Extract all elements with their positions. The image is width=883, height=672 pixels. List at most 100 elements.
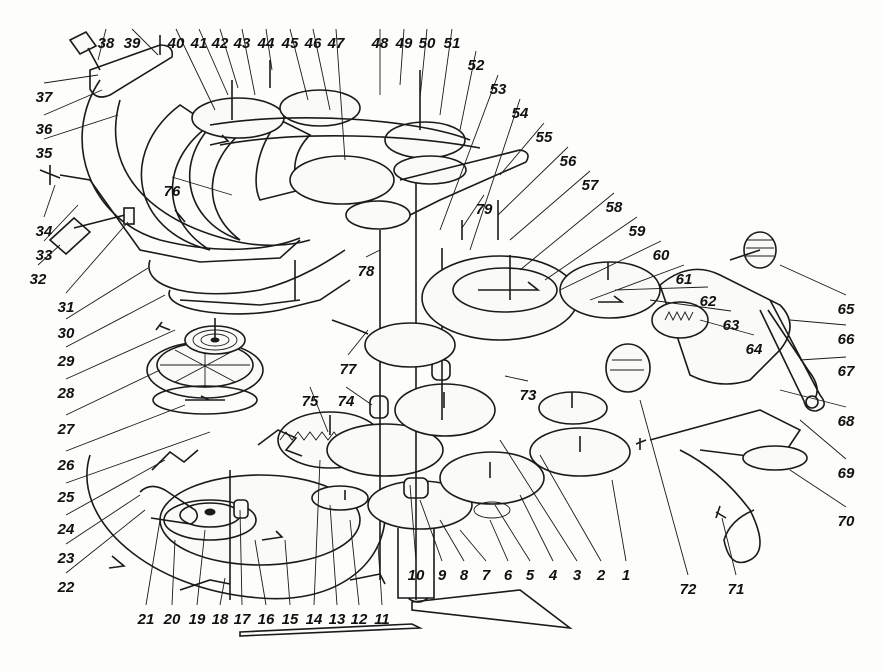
callout-leader-14 (313, 459, 321, 606)
callout-label-70: 70 (838, 513, 855, 530)
callout-leader-3 (499, 439, 578, 562)
callout-label-69: 69 (838, 465, 855, 482)
callout-label-76: 76 (164, 183, 181, 200)
callout-leader-29 (65, 294, 166, 348)
callout-label-3: 3 (573, 567, 582, 584)
arrow-40 (209, 134, 230, 146)
wheel-5 (439, 451, 545, 505)
hand-16 (239, 623, 424, 637)
winding-assembly (605, 231, 819, 409)
callout-leader-58 (519, 192, 615, 271)
callout-leader-51 (439, 28, 453, 116)
callout-label-26: 26 (57, 457, 75, 474)
bridge-53 (399, 149, 529, 216)
callout-label-43: 43 (233, 35, 251, 52)
callout-leader-71 (721, 517, 737, 576)
callout-leader-9 (419, 499, 443, 562)
callout-leader-39 (131, 28, 159, 56)
callout-label-2: 2 (596, 567, 606, 584)
stem-rod (73, 214, 126, 229)
pin-31 (123, 207, 135, 225)
callout-leader-33 (43, 204, 79, 242)
callout-label-32: 32 (30, 271, 47, 288)
wheel-62-arrow (598, 295, 625, 303)
callout-label-51: 51 (444, 35, 461, 52)
callout-leader-43 (241, 28, 256, 96)
mechanism-art (39, 30, 825, 637)
callout-label-21: 21 (137, 611, 155, 628)
callout-label-17: 17 (234, 611, 251, 628)
callout-label-25: 25 (57, 489, 75, 506)
screw-34 (39, 165, 61, 185)
lower-wheel-arc (86, 454, 386, 600)
pointer-18 (179, 579, 231, 591)
callout-label-68: 68 (838, 413, 855, 430)
wheel-62 (559, 261, 661, 319)
callout-label-73: 73 (520, 387, 537, 404)
callout-leader-45 (289, 28, 309, 101)
callout-leader-38 (97, 28, 107, 61)
callout-label-30: 30 (58, 325, 75, 342)
callout-label-6: 6 (504, 567, 513, 584)
callout-label-78: 78 (358, 263, 375, 280)
bridge-30 (148, 249, 346, 295)
hatch-28 (155, 321, 171, 331)
callout-label-67: 67 (838, 363, 855, 380)
callout-leader-55 (499, 122, 545, 176)
hatch-1 (635, 438, 647, 450)
callout-label-36: 36 (36, 121, 53, 138)
callout-label-14: 14 (306, 611, 323, 628)
callout-label-18: 18 (212, 611, 229, 628)
callout-leader-73 (504, 375, 529, 382)
callout-label-47: 47 (327, 35, 345, 52)
callout-leader-16 (254, 539, 267, 606)
wheel-small-78 (345, 200, 411, 230)
callout-label-57: 57 (582, 177, 599, 194)
callout-leader-36 (43, 89, 103, 116)
callout-label-61: 61 (676, 271, 693, 288)
callout-label-75: 75 (302, 393, 319, 410)
callout-label-33: 33 (36, 247, 53, 264)
callout-leader-77 (347, 329, 369, 356)
callout-leader-76 (171, 176, 233, 196)
callout-leader-46 (312, 28, 331, 111)
wheel-47 (289, 155, 395, 205)
callout-leader-42 (219, 28, 239, 89)
callout-label-27: 27 (57, 421, 75, 438)
callout-label-8: 8 (460, 567, 469, 584)
callout-leader-52 (459, 50, 477, 131)
hand-long-7 (411, 589, 573, 630)
spring-71 (679, 449, 761, 564)
callout-label-71: 71 (728, 581, 745, 598)
callout-leader-60 (559, 240, 662, 291)
callout-label-56: 56 (560, 153, 577, 170)
callout-label-28: 28 (57, 385, 75, 402)
wheel-73 (364, 322, 456, 368)
crescent-40 (140, 104, 212, 251)
callout-leader-10 (409, 484, 417, 562)
callout-label-64: 64 (746, 341, 763, 358)
callout-leader-6 (489, 519, 509, 562)
callout-label-11: 11 (374, 611, 390, 628)
callout-leader-5 (494, 504, 531, 562)
callout-label-46: 46 (304, 35, 322, 52)
callout-label-1: 1 (622, 567, 630, 584)
callout-leader-64 (699, 319, 755, 336)
callout-label-23: 23 (57, 550, 75, 567)
callout-leader-50 (419, 28, 428, 99)
callout-leader-69 (799, 419, 847, 460)
callout-label-55: 55 (536, 129, 553, 146)
callout-label-5: 5 (526, 567, 535, 584)
callout-leader-40 (175, 28, 216, 111)
cannon-tube (397, 528, 435, 599)
callout-label-62: 62 (700, 293, 717, 310)
callout-leader-70 (789, 469, 847, 508)
callout-label-22: 22 (57, 579, 75, 596)
callout-leader-12 (349, 519, 360, 606)
callout-label-66: 66 (838, 331, 855, 348)
callout-leader-67 (799, 356, 847, 361)
callout-leader-75 (309, 386, 329, 433)
wheel-70 (742, 445, 808, 471)
callout-leader-63 (649, 299, 732, 312)
wheel-13 (311, 485, 369, 511)
